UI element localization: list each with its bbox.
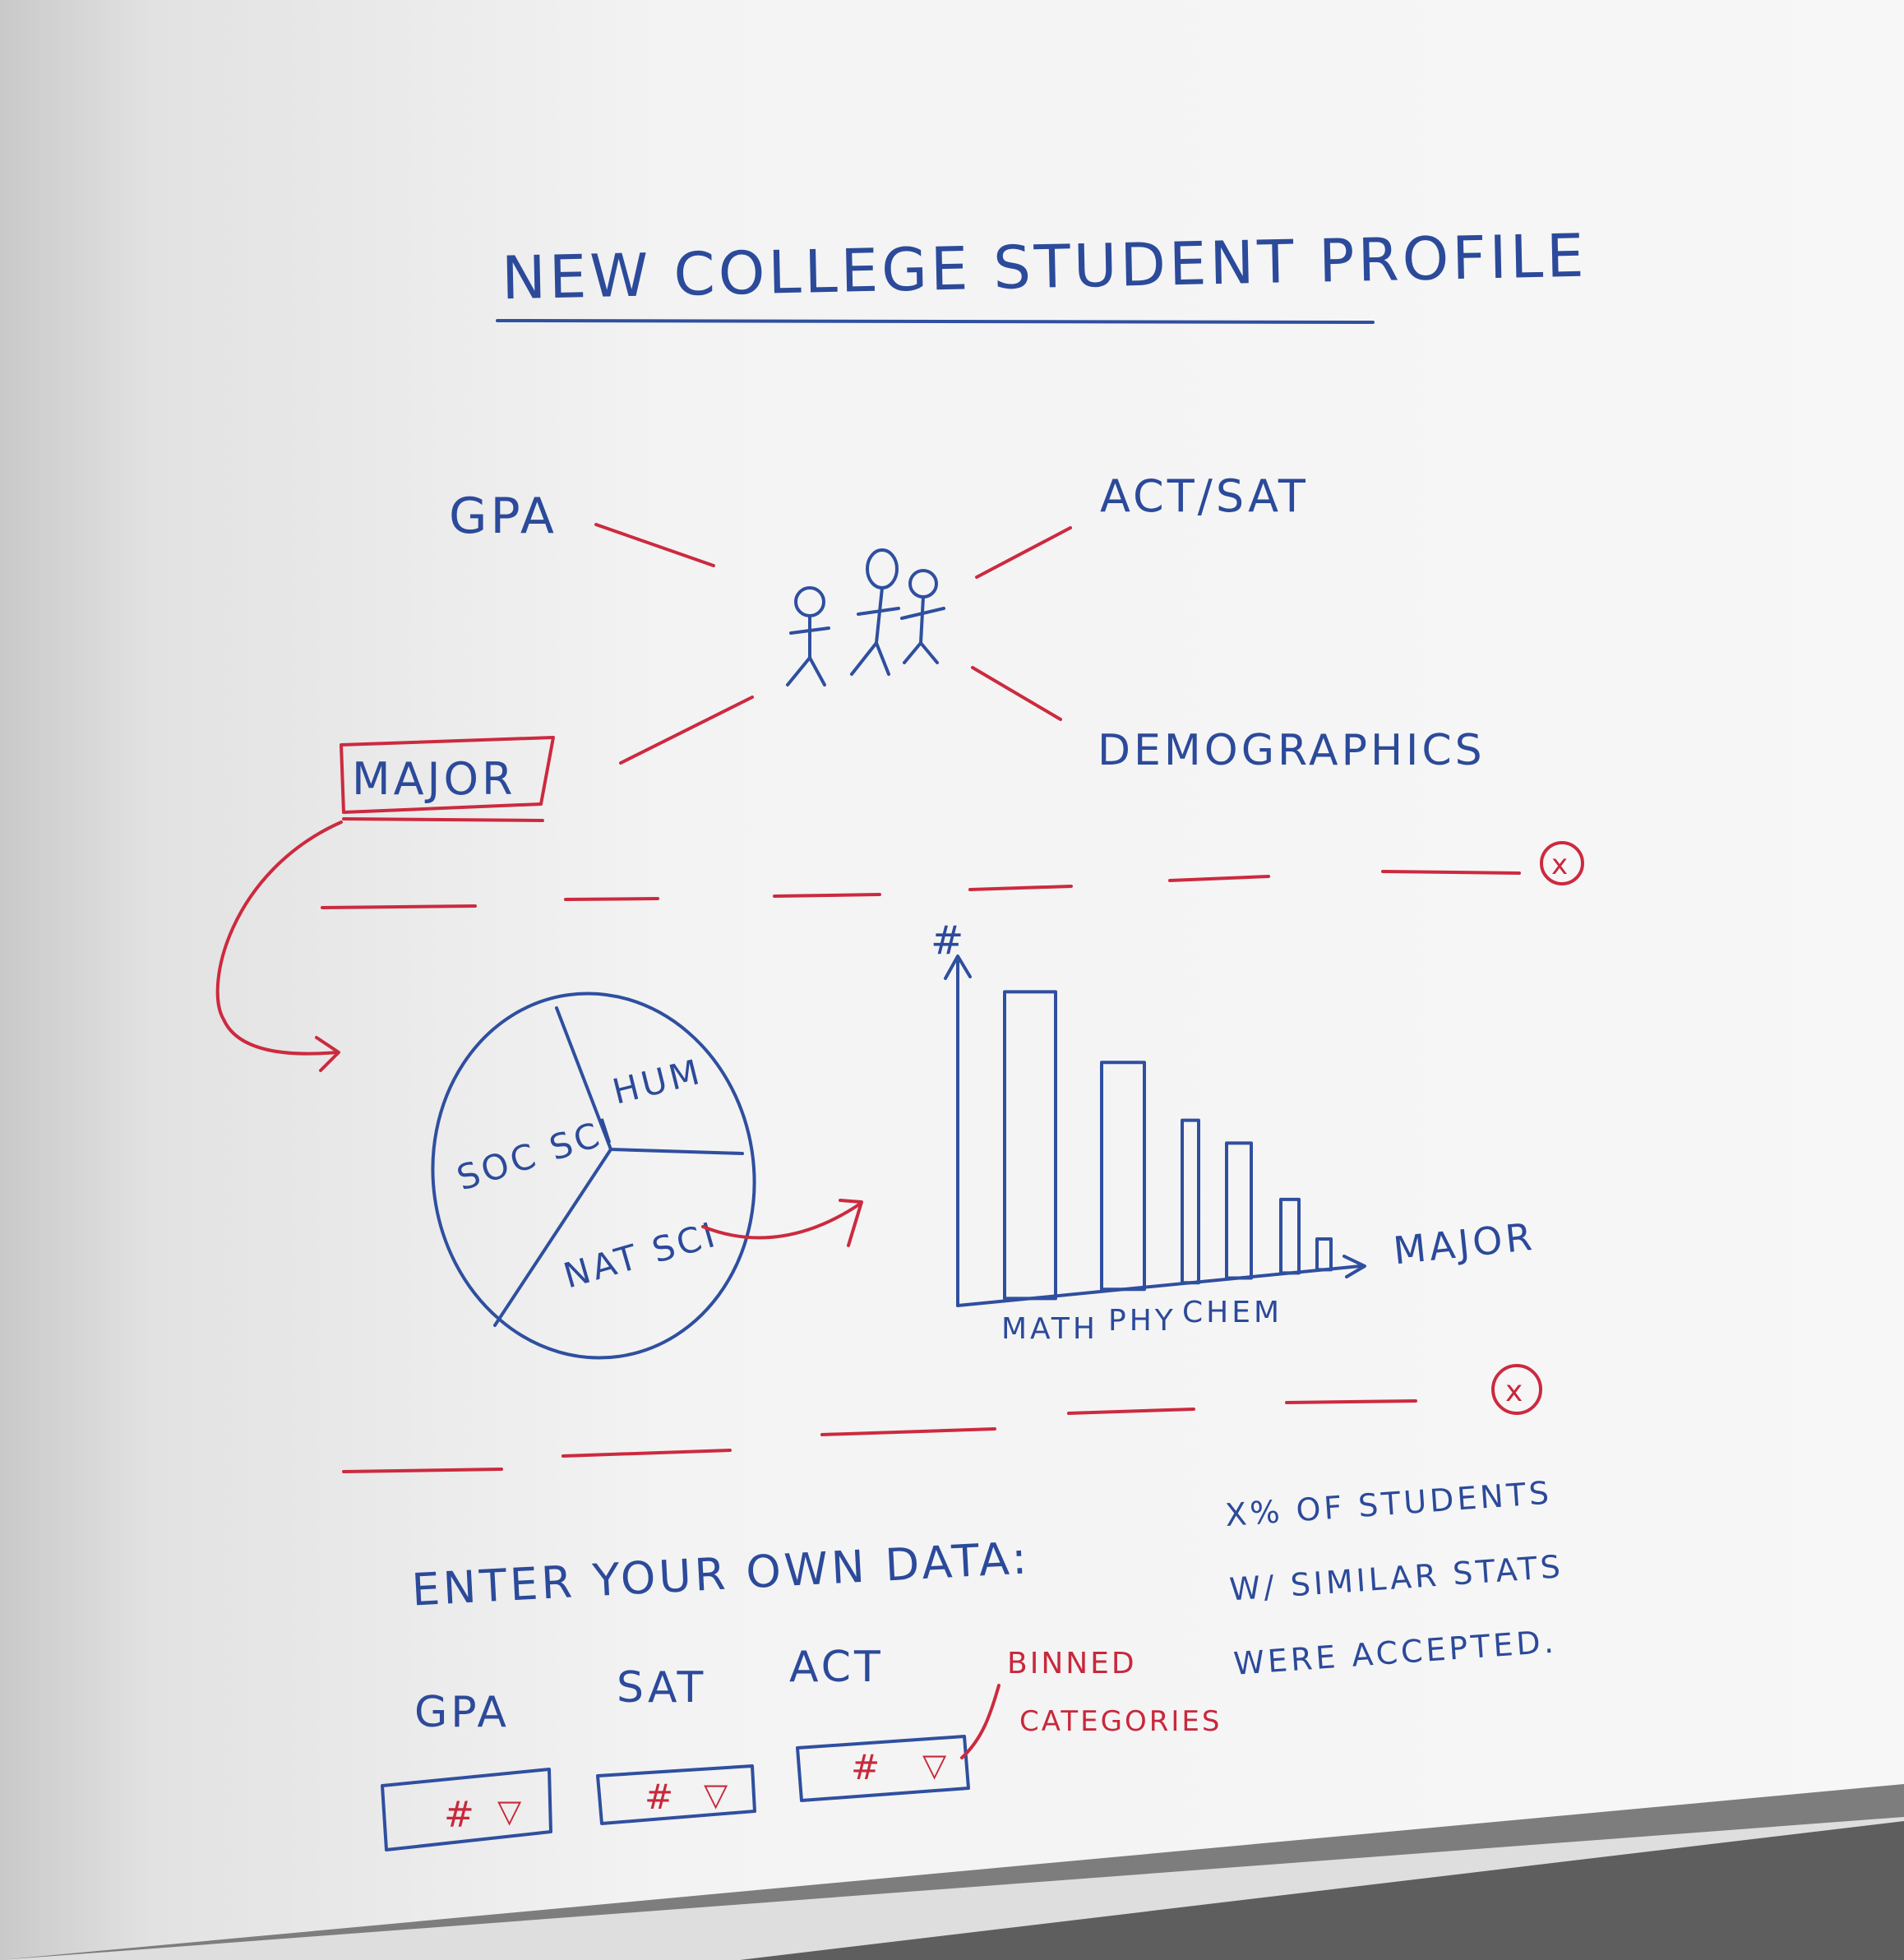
gpa-select[interactable]: # ▽: [381, 1768, 552, 1851]
pie-divider-lower: [493, 1148, 612, 1327]
pie-outline: [431, 992, 756, 1360]
board-frame: [0, 1784, 1904, 1960]
major-box: [340, 736, 555, 814]
major-button[interactable]: MAJOR: [340, 736, 555, 822]
y-axis-arrowhead: [944, 955, 972, 980]
bar-4: [1279, 1197, 1301, 1275]
bar-5: [1315, 1237, 1333, 1272]
stick-figures-icon: [786, 548, 945, 686]
close-panel-2-button[interactable]: x: [1491, 1364, 1542, 1415]
pie-to-bar-arrow: [701, 1203, 861, 1240]
gpa-dropdown-icon: ▽: [497, 1793, 524, 1829]
act-select[interactable]: # ▽: [796, 1735, 970, 1802]
x-tick-label: CHEM: [1182, 1296, 1282, 1329]
major-connector: [619, 696, 754, 765]
sat-select-value: #: [645, 1777, 676, 1817]
sat-dropdown-icon: ▽: [704, 1777, 730, 1813]
gpa-label: GPA: [449, 488, 557, 545]
gpa-connector: [594, 523, 715, 567]
close-panel-1-symbol: x: [1551, 848, 1570, 881]
act-dropdown-icon: ▽: [922, 1747, 949, 1783]
binned-note-line-1: BINNED: [1007, 1647, 1137, 1680]
actsat-connector: [975, 526, 1072, 579]
y-axis-label: #: [931, 918, 967, 964]
gpa-field-label: GPA: [414, 1688, 510, 1737]
gpa-select-value: #: [444, 1794, 477, 1836]
bar-1: [1100, 1061, 1146, 1292]
act-sat-label: ACT/SAT: [1100, 470, 1309, 522]
close-panel-2-symbol: x: [1505, 1375, 1525, 1408]
separator-2: [342, 1399, 1417, 1473]
bar-3: [1225, 1141, 1253, 1280]
x-tick-label: MATH: [1001, 1312, 1098, 1346]
separator-1: [321, 870, 1521, 909]
board-tray: [740, 1821, 1904, 1960]
bar-0: [1003, 990, 1057, 1301]
x-axis-arrowhead: [1343, 1255, 1366, 1278]
demographics-label: DEMOGRAPHICS: [1098, 726, 1486, 775]
act-field-label: ACT: [789, 1643, 884, 1692]
binned-pointer: [960, 1684, 1001, 1759]
major-to-pie-arrowhead: [315, 1036, 340, 1072]
title-underline: [496, 319, 1375, 324]
act-select-value: #: [851, 1747, 882, 1787]
close-panel-1-button[interactable]: x: [1540, 841, 1584, 885]
major-to-pie-arrow: [215, 821, 343, 1056]
x-tick-label: PHY: [1108, 1304, 1176, 1338]
binned-note-line-2: CATEGORIES: [1019, 1705, 1222, 1738]
sat-field-label: SAT: [617, 1663, 706, 1713]
sat-select[interactable]: # ▽: [596, 1764, 756, 1825]
bar-2: [1181, 1118, 1200, 1285]
pie-to-bar-arrowhead: [839, 1199, 863, 1247]
major-label: MAJOR: [352, 753, 515, 805]
demographics-connector: [971, 666, 1062, 721]
major-underline: [342, 817, 544, 822]
